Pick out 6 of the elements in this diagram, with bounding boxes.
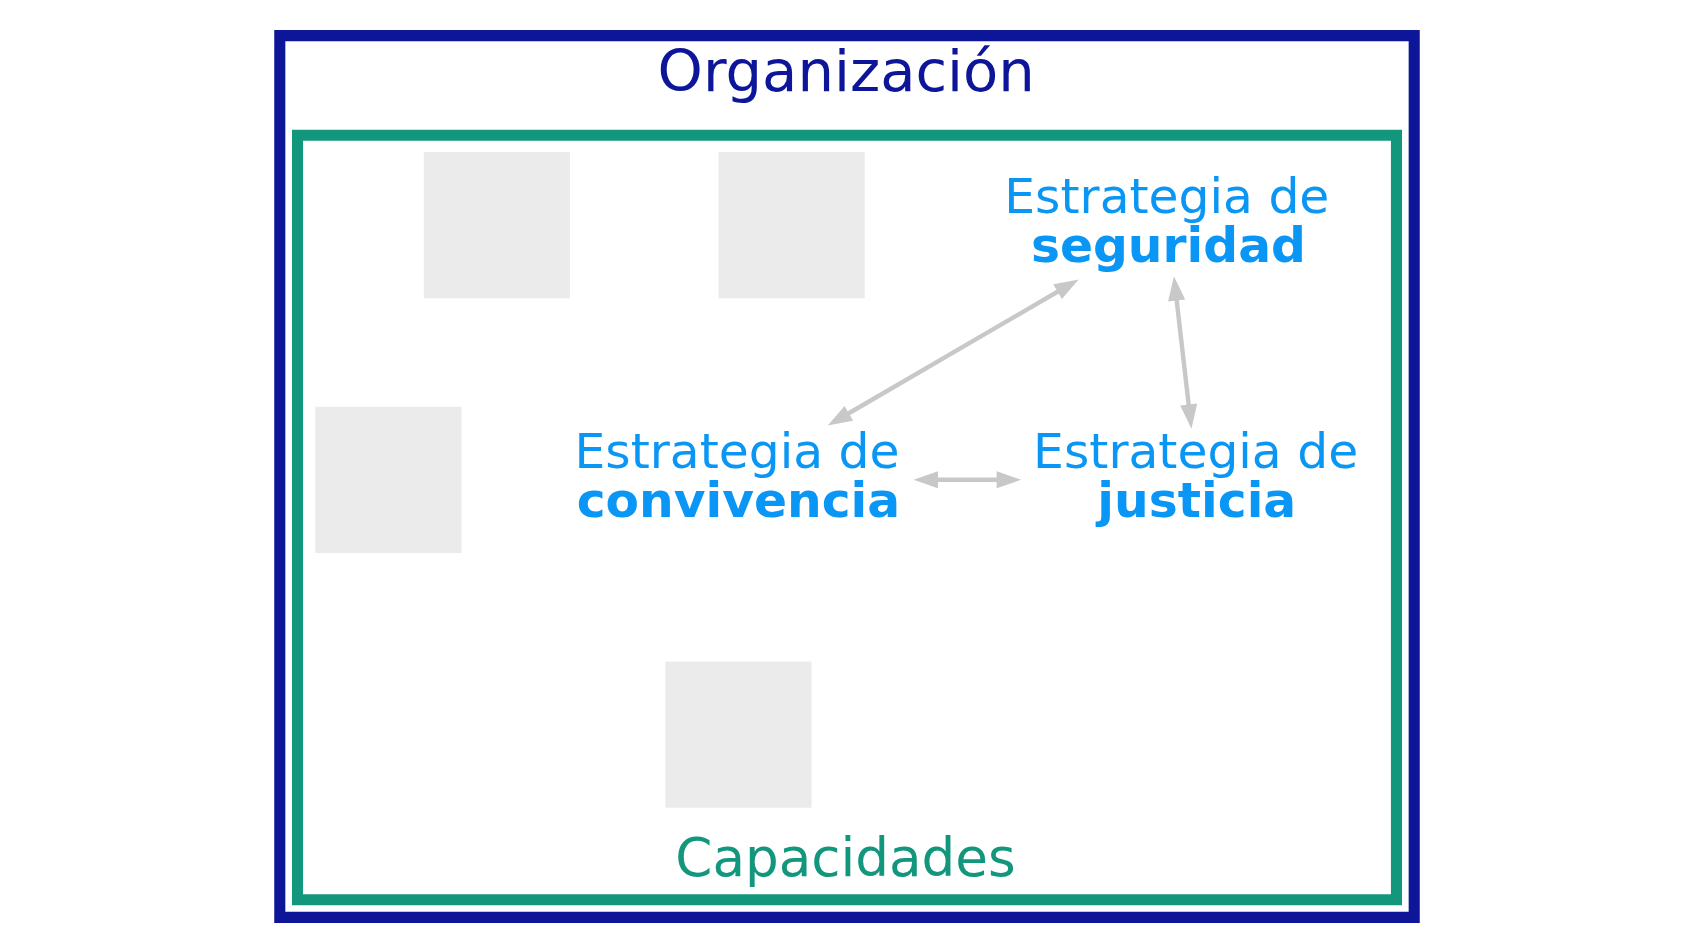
arrow (913, 470, 1022, 488)
arrow (1168, 275, 1198, 429)
arrow (827, 278, 1079, 426)
node-text: Estrategia de justicia (1033, 422, 1359, 528)
node-text: Estrategia de seguridad (1004, 167, 1330, 273)
node-text: Estrategia de convivencia (574, 422, 901, 528)
